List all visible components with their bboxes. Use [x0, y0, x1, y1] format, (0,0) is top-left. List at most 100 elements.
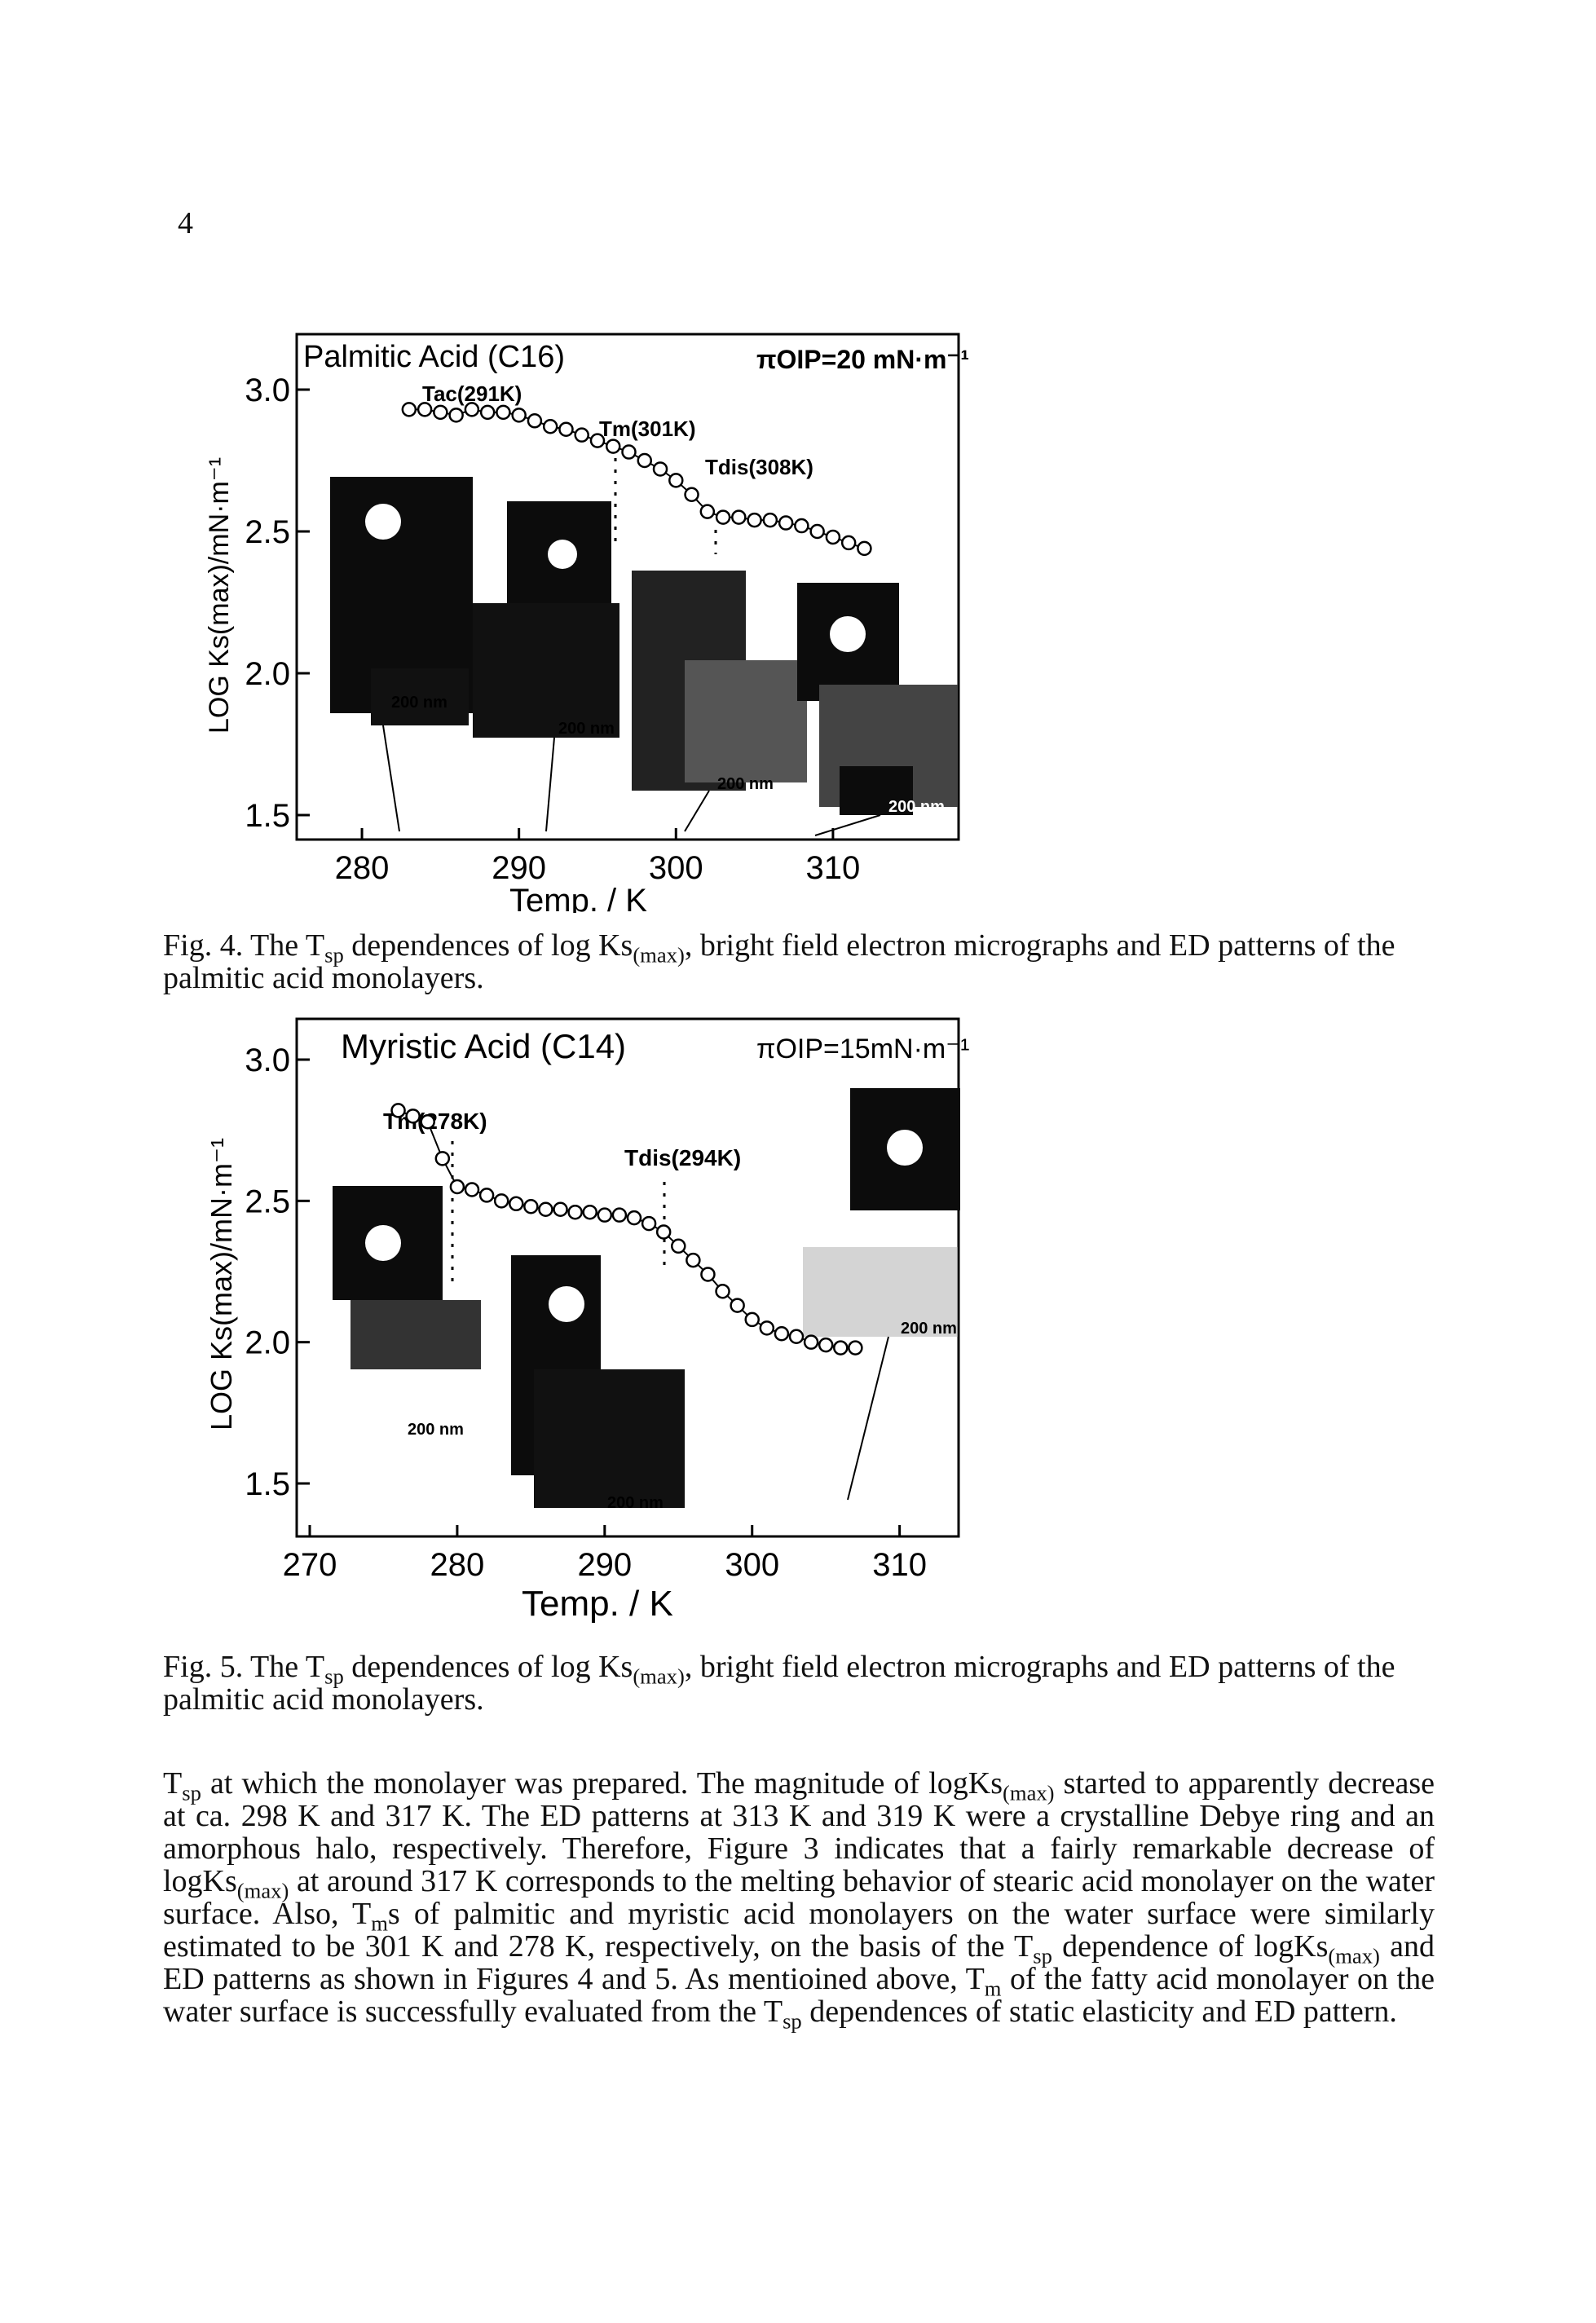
- data-point: [686, 1252, 701, 1268]
- data-point: [479, 404, 496, 421]
- x-tick-label: 280: [430, 1547, 485, 1583]
- data-point: [405, 1109, 421, 1124]
- x-tick-label: 300: [649, 850, 703, 886]
- pressure-label: πOIP=20 mN·m⁻¹: [756, 345, 969, 374]
- figure-5-caption: Fig. 5. The Tsp dependences of log Ks(ma…: [163, 1651, 1435, 1716]
- data-point: [641, 1215, 657, 1232]
- data-point: [420, 1114, 435, 1130]
- data-point: [496, 404, 511, 421]
- caption-text: Fig. 4. The T: [163, 928, 325, 963]
- y-axis-label: LOG Ks(max)/mN·m⁻¹: [205, 1138, 238, 1430]
- chart-title: Myristic Acid (C14): [341, 1027, 626, 1065]
- data-point: [523, 1199, 539, 1214]
- data-point: [774, 1326, 790, 1342]
- data-point: [730, 1298, 745, 1313]
- pointer-line: [382, 725, 400, 832]
- data-point: [401, 402, 417, 417]
- data-point: [671, 1238, 686, 1254]
- data-point: [637, 452, 653, 469]
- body-segment: of the fatty acid monolayer on the water…: [163, 1962, 1435, 2029]
- x-tick-label: 310: [872, 1547, 927, 1583]
- data-point: [605, 439, 621, 454]
- micrograph-2-lower: [534, 1369, 685, 1508]
- body-subscript: sp: [182, 1780, 201, 1805]
- x-tick-label: 300: [725, 1547, 779, 1583]
- data-point: [621, 444, 637, 460]
- data-point: [582, 1204, 597, 1220]
- data-point: [493, 1193, 509, 1209]
- data-point: [597, 1207, 613, 1223]
- data-point: [744, 1311, 760, 1328]
- y-axis-label: LOG Ks(max)/mN·m⁻¹: [204, 457, 235, 734]
- x-tick-label: 280: [335, 850, 390, 886]
- pointer-line: [684, 790, 710, 832]
- data-point: [848, 1340, 863, 1355]
- scale-bar-label: 200 nm: [558, 720, 615, 738]
- data-series: [401, 402, 872, 557]
- caption-text: dependences of log Ks: [343, 928, 633, 963]
- micrograph-2-lower: [473, 603, 619, 738]
- data-point: [818, 1337, 834, 1353]
- y-tick-label: 3.0: [245, 372, 290, 408]
- micrograph-1-lower: [371, 668, 469, 725]
- y-tick-label: 2.0: [245, 1325, 290, 1361]
- data-point: [794, 518, 809, 534]
- data-point: [715, 1284, 730, 1299]
- micrograph-3-speckle: [685, 660, 807, 782]
- data-point: [788, 1329, 805, 1344]
- data-point: [778, 515, 794, 531]
- data-point: [803, 1334, 819, 1350]
- micrograph-4-dark: [840, 766, 913, 815]
- body-segment: T: [163, 1766, 183, 1801]
- ed-spot-4: [830, 616, 866, 652]
- data-point: [448, 408, 464, 423]
- data-point: [449, 1179, 465, 1195]
- data-point: [825, 529, 841, 545]
- pointer-line: [814, 814, 881, 836]
- data-point: [589, 433, 606, 448]
- plot-frame: [295, 333, 960, 841]
- data-point: [809, 523, 825, 540]
- data-point: [762, 512, 778, 528]
- x-tick-label: 290: [577, 1547, 632, 1583]
- data-point: [715, 509, 731, 525]
- data-point: [417, 402, 433, 417]
- data-point: [558, 421, 574, 437]
- body-text: Tsp at which the monolayer was prepared.…: [163, 1766, 1435, 2032]
- caption-text: , bright field electron micrographs and …: [163, 928, 1395, 995]
- figure-5-chart: Myristic Acid (C14) πOIP=15mN·m⁻¹ Tm(278…: [205, 1017, 970, 1624]
- data-point: [699, 504, 716, 519]
- body-segment: and ED patterns as shown in Figures 4 an…: [163, 1929, 1435, 1996]
- data-point: [731, 509, 747, 525]
- body-segment: s of palmitic and myristic acid monolaye…: [163, 1897, 1435, 1964]
- micrograph-1-speckle: [351, 1300, 481, 1369]
- data-point: [542, 418, 558, 434]
- caption-text: , bright field electron micrographs and …: [163, 1650, 1395, 1717]
- micrograph-insets: [330, 447, 958, 836]
- y-tick-label: 2.5: [245, 1184, 290, 1219]
- body-segment: at which the monolayer was prepared. The…: [201, 1766, 1003, 1801]
- x-tick-label: 270: [283, 1547, 337, 1583]
- plot-frame: [295, 1017, 960, 1538]
- annotation-tdis: Tdis(294K): [624, 1145, 741, 1170]
- figure-4-chart: Palmitic Acid (C16) πOIP=20 mN·m⁻¹ Tac(2…: [204, 333, 969, 913]
- data-point: [434, 1151, 451, 1166]
- caption-text: dependences of log Ks: [343, 1650, 633, 1684]
- data-point: [527, 413, 543, 429]
- ed-spot-1: [365, 504, 401, 540]
- data-point: [840, 535, 857, 551]
- data-point: [478, 1188, 495, 1203]
- data-point: [833, 1340, 849, 1355]
- data-point: [553, 1201, 568, 1217]
- data-point: [509, 1196, 524, 1212]
- data-point: [433, 404, 448, 421]
- caption-text: Fig. 5. The T: [163, 1650, 325, 1684]
- scale-bar-label: 200 nm: [901, 1320, 957, 1338]
- data-point: [747, 512, 762, 528]
- scale-bar-label: 200 nm: [391, 694, 447, 712]
- data-point: [464, 402, 480, 417]
- body-subscript: sp: [783, 2008, 802, 2034]
- data-point: [390, 1103, 406, 1118]
